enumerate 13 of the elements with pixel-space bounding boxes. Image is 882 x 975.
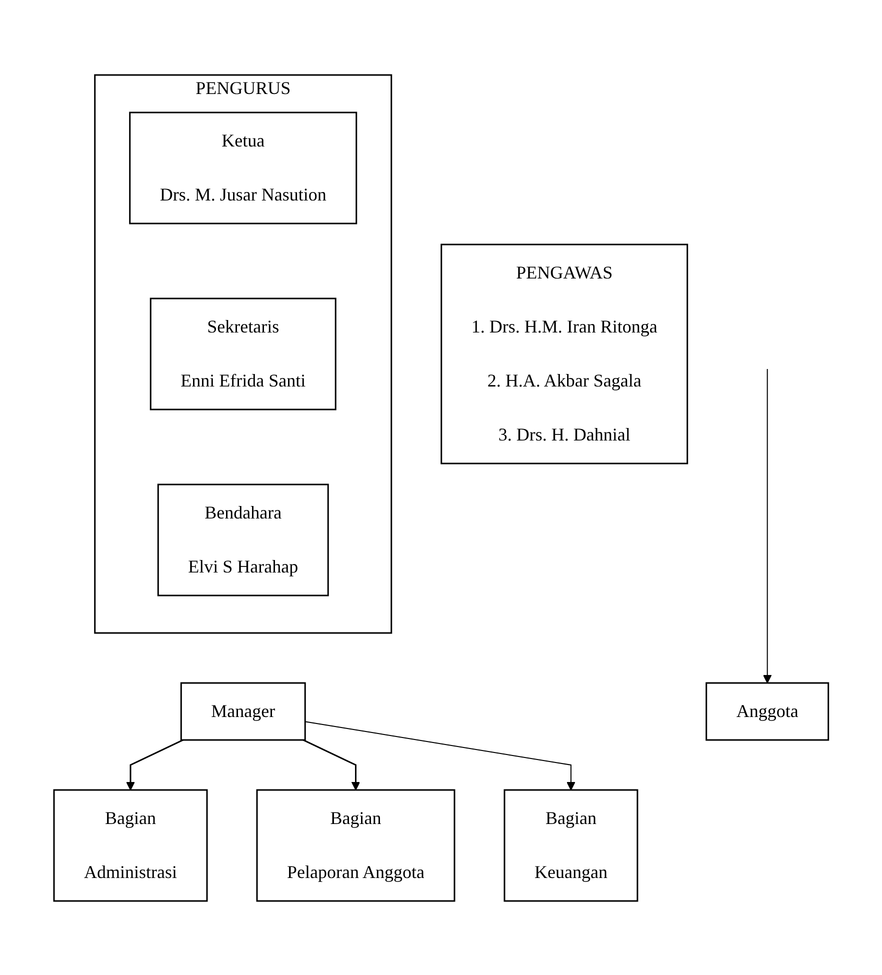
arrow: [126, 738, 184, 790]
node-box: Sekretaris Enni Efrida Santi: [150, 297, 336, 410]
node-box: Ketua Drs. M. Jusar Nasution: [128, 111, 357, 224]
node-box: Manager: [180, 682, 306, 740]
node-box: Bagian Keuangan: [504, 788, 638, 902]
node-box: Bendahara Elvi S Harahap: [157, 483, 329, 596]
node-box: Anggota: [705, 682, 829, 740]
arrow: [304, 720, 576, 790]
node-box: Bagian Administrasi: [53, 788, 208, 902]
arrow: [762, 368, 772, 683]
arrow: [302, 738, 360, 790]
node-box: Bagian Pelaporan Anggota: [256, 788, 456, 902]
node-box: PENGAWAS 1. Drs. H.M. Iran Ritonga 2. H.A. Akbar Sagala 3. Drs. H. Dahnial: [440, 243, 688, 464]
